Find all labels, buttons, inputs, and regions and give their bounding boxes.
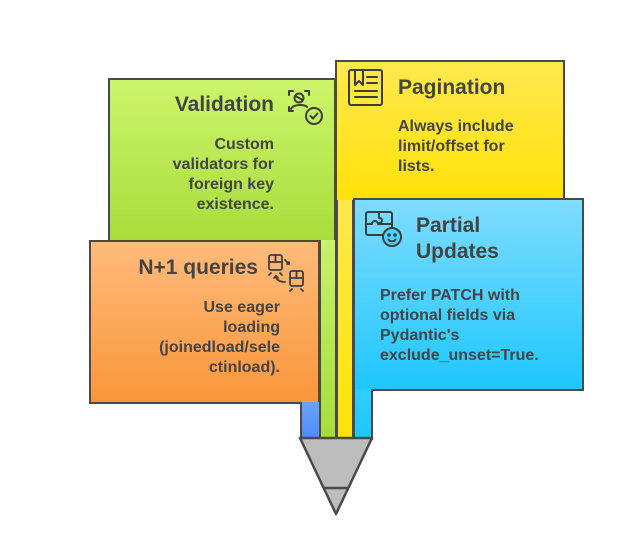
pencil-strip-cyan — [353, 389, 373, 440]
partial-updates-description: Prefer PATCH with optional fields via Py… — [380, 286, 580, 366]
partial-updates-title: Partial Updates — [416, 213, 566, 265]
puzzle-face-icon — [364, 209, 406, 249]
description-line: ctinload). — [208, 359, 280, 376]
description-line: Custom — [214, 136, 274, 153]
pagination-description: Always include limit/offset for lists. — [398, 117, 558, 177]
validation-description: Custom validators for foreign key existe… — [130, 135, 274, 215]
description-line: Pydantic's — [380, 327, 460, 344]
person-scan-check-icon — [286, 88, 326, 128]
description-line: validators for — [172, 156, 274, 173]
description-line: loading — [223, 319, 280, 336]
description-line: existence. — [196, 196, 274, 213]
pagination-card — [335, 60, 565, 205]
description-line: exclude_unset=True. — [380, 347, 539, 364]
description-line: Prefer PATCH with — [380, 287, 520, 304]
description-line: Always include — [398, 118, 514, 135]
validation-title: Validation — [174, 93, 274, 116]
n-plus-1-title: N+1 queries — [138, 256, 258, 279]
title-line: Partial — [416, 214, 481, 237]
pencil-tip — [296, 436, 376, 523]
validation-card — [108, 78, 336, 248]
description-line: Use eager — [203, 299, 281, 316]
description-line: lists. — [398, 158, 435, 175]
description-line: foreign key — [188, 176, 274, 193]
pencil-strip-yellow — [336, 200, 354, 440]
title-line: Updates — [416, 240, 499, 263]
pagination-title: Pagination — [398, 76, 506, 99]
description-line: optional fields via — [380, 307, 516, 324]
document-bookmark-icon — [346, 67, 386, 109]
pencil-strip-green — [319, 240, 337, 440]
description-line: (joinedload/sele — [159, 339, 280, 356]
train-swap-icon — [266, 252, 310, 292]
n-plus-1-description: Use eager loading (joinedload/sele ctinl… — [110, 298, 280, 378]
description-line: limit/offset for — [398, 138, 505, 155]
pencil-strip-blue — [300, 402, 321, 440]
